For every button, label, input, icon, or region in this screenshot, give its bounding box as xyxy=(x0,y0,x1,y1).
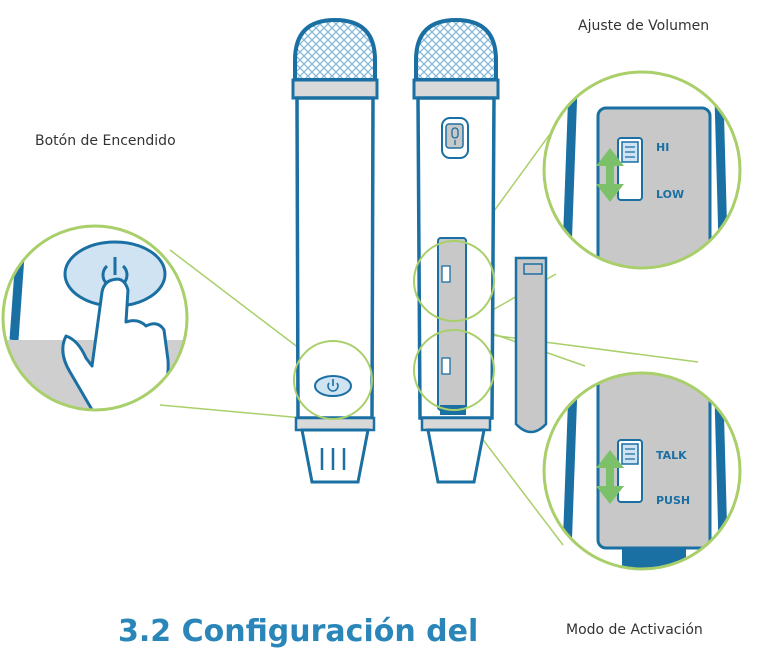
callout-volume xyxy=(542,70,742,270)
callout-ring-mode-small xyxy=(413,329,495,411)
label-volume: Ajuste de Volumen xyxy=(578,18,710,34)
power-icon xyxy=(327,379,339,392)
switch-label-talk: TALK xyxy=(656,449,687,462)
callout-ring-volume-small xyxy=(413,240,495,322)
battery-cover xyxy=(514,256,548,434)
label-power: Botón de Encendido xyxy=(35,133,176,149)
callout-power xyxy=(1,224,189,412)
switch-label-low: LOW xyxy=(656,188,684,201)
label-mode: Modo de Activación xyxy=(566,622,703,638)
double-arrow-icon xyxy=(596,148,624,202)
switch-label-hi: HI xyxy=(656,141,669,154)
callout-ring-power-small xyxy=(293,340,373,420)
callout-mode xyxy=(542,371,742,571)
microphone-icon xyxy=(445,123,464,149)
section-heading: 3.2 Configuración del xyxy=(118,614,479,649)
microphone-left xyxy=(291,17,379,484)
switch-label-push: PUSH xyxy=(656,494,690,507)
microphone-right xyxy=(412,17,500,484)
double-arrow-icon xyxy=(596,450,624,504)
